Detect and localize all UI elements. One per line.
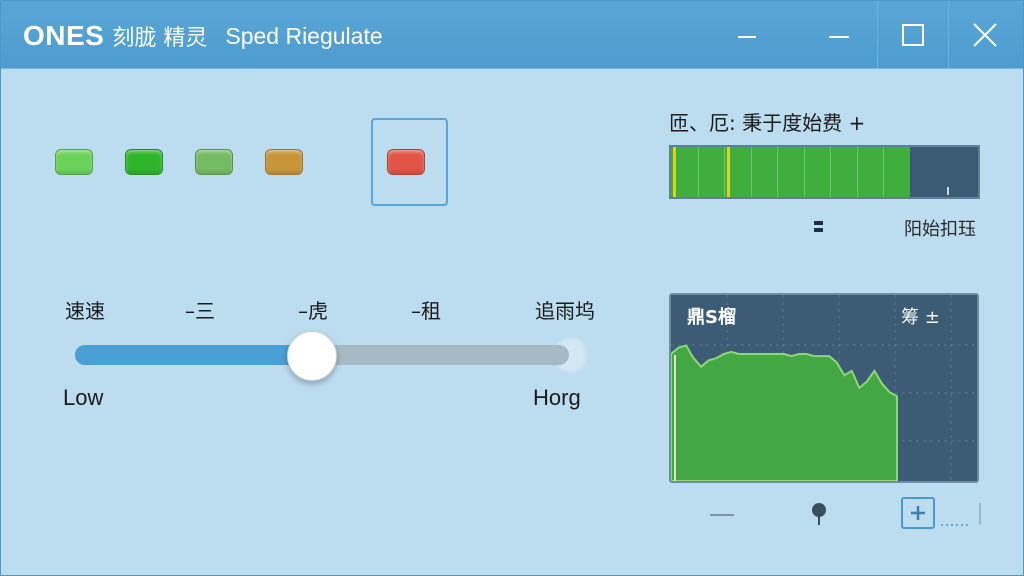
status-light-muted-green[interactable] bbox=[195, 149, 233, 175]
meter-segment-divider bbox=[724, 147, 725, 197]
meter-segment-divider bbox=[751, 147, 752, 197]
meter-segment-divider bbox=[777, 147, 778, 197]
graph-tag: 筹 ± bbox=[901, 307, 940, 328]
status-light-red[interactable] bbox=[387, 149, 425, 175]
meter-segment-divider bbox=[830, 147, 831, 197]
zoom-out-button[interactable] bbox=[708, 505, 736, 525]
meter-marker bbox=[673, 147, 676, 197]
minimize-button[interactable] bbox=[711, 1, 783, 69]
meter-tick-mark bbox=[947, 187, 949, 195]
meter-marker bbox=[727, 147, 730, 197]
app-title: ONES 刻胧 精灵 Sped Riegulate bbox=[23, 19, 383, 53]
status-light-light-green[interactable] bbox=[55, 149, 93, 175]
close-icon bbox=[973, 23, 997, 47]
meter-caption: 阳始扣珏 bbox=[904, 219, 976, 240]
slider-tick-3: –虎 bbox=[298, 299, 328, 323]
graph-title: 鼎S榴 bbox=[687, 307, 736, 328]
status-light-amber[interactable] bbox=[265, 149, 303, 175]
speed-slider-thumb[interactable] bbox=[287, 331, 337, 381]
maximize-button[interactable] bbox=[877, 1, 949, 69]
selected-light-frame[interactable] bbox=[371, 118, 448, 206]
status-light-dark-green[interactable] bbox=[125, 149, 163, 175]
slider-tick-2: –三 bbox=[185, 299, 215, 323]
progress-meter-fill bbox=[671, 147, 910, 197]
meter-segment-divider bbox=[857, 147, 858, 197]
graph-series-area bbox=[671, 344, 898, 481]
brand-logo: ONES bbox=[23, 20, 105, 51]
flag-icon bbox=[814, 221, 823, 232]
minimize-icon bbox=[829, 36, 849, 38]
progress-meter bbox=[669, 145, 980, 199]
meter-segment-divider bbox=[698, 147, 699, 197]
slider-tick-4: –租 bbox=[411, 299, 441, 323]
meter-segment-divider bbox=[804, 147, 805, 197]
minimize-icon bbox=[738, 36, 756, 38]
speed-slider-fill bbox=[75, 345, 312, 365]
scale-end-bar bbox=[979, 503, 981, 525]
dotted-scale-icon bbox=[941, 524, 968, 526]
title-bar[interactable]: ONES 刻胧 精灵 Sped Riegulate bbox=[1, 1, 1023, 69]
plus-icon bbox=[911, 506, 925, 520]
graph-plot bbox=[671, 295, 977, 481]
close-button[interactable] bbox=[949, 1, 1021, 69]
minimize-button-secondary[interactable] bbox=[803, 1, 875, 69]
slider-tick-1: 速速 bbox=[65, 299, 105, 323]
slider-max-label: Horg bbox=[533, 385, 581, 410]
meter-title: 匝、厄: 秉于度始费 + bbox=[669, 111, 866, 135]
slider-min-label: Low bbox=[63, 385, 104, 410]
slider-tick-5: 追雨坞 bbox=[535, 299, 595, 323]
window-subtitle: Sped Riegulate bbox=[225, 22, 383, 49]
brand-name: 刻胧 精灵 bbox=[112, 26, 208, 51]
meter-segment-divider bbox=[883, 147, 884, 197]
activity-graph: 鼎S榴 筹 ± bbox=[669, 293, 979, 483]
pin-button[interactable] bbox=[809, 501, 829, 527]
zoom-in-button[interactable] bbox=[901, 497, 935, 529]
maximize-icon bbox=[902, 24, 924, 46]
